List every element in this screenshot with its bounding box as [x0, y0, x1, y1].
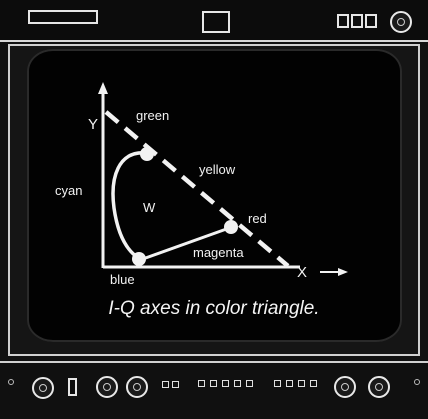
- magenta-label: magenta: [193, 246, 244, 259]
- blue-label: blue: [110, 273, 135, 286]
- x-axis-arrow-icon: [338, 268, 348, 276]
- panel-button-7[interactable]: [246, 380, 253, 387]
- control-knob-4[interactable]: [334, 376, 356, 398]
- panel-button-10[interactable]: [298, 380, 305, 387]
- panel-button-11[interactable]: [310, 380, 317, 387]
- toggle-switch[interactable]: [68, 378, 77, 396]
- cyan-label: cyan: [55, 184, 82, 197]
- panel-button-8[interactable]: [274, 380, 281, 387]
- y-axis-arrow-icon: [98, 82, 108, 94]
- panel-button-3[interactable]: [198, 380, 205, 387]
- x-axis-label: X: [297, 265, 307, 280]
- panel-button-6[interactable]: [234, 380, 241, 387]
- screw-icon: [414, 379, 420, 385]
- white-point-label: W: [143, 201, 155, 214]
- red-point: [224, 220, 238, 234]
- control-knob-2[interactable]: [96, 376, 118, 398]
- spectral-locus-curve: [113, 153, 147, 260]
- control-knob-5[interactable]: [368, 376, 390, 398]
- yellow-label: yellow: [199, 163, 235, 176]
- control-knob-1[interactable]: [32, 377, 54, 399]
- green-label: green: [136, 109, 169, 122]
- triangle-hypotenuse-dashed: [106, 112, 288, 266]
- panel-button-2[interactable]: [172, 381, 179, 388]
- panel-button-9[interactable]: [286, 380, 293, 387]
- panel-button-4[interactable]: [210, 380, 217, 387]
- control-panel: [0, 361, 428, 419]
- control-knob-3[interactable]: [126, 376, 148, 398]
- panel-button-5[interactable]: [222, 380, 229, 387]
- blue-point: [132, 252, 146, 266]
- panel-button-1[interactable]: [162, 381, 169, 388]
- screw-icon: [8, 379, 14, 385]
- green-point: [140, 147, 154, 161]
- y-axis-label: Y: [88, 117, 98, 132]
- red-label: red: [248, 212, 267, 225]
- diagram-caption: I-Q axes in color triangle.: [0, 298, 428, 320]
